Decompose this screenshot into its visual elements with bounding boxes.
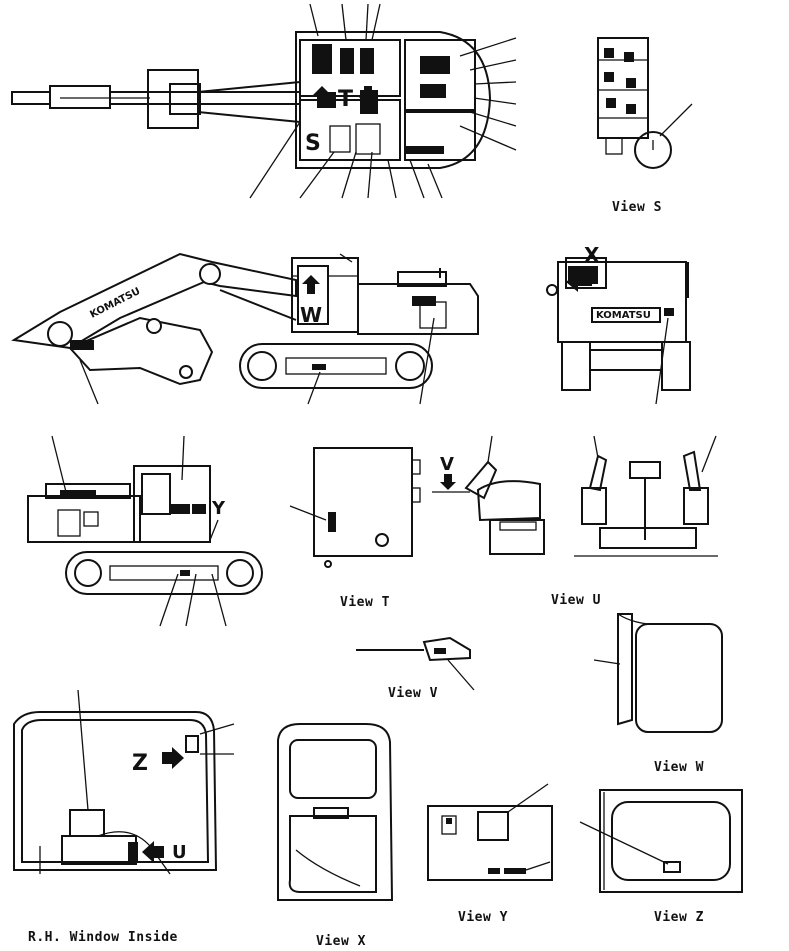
view-s-drawing <box>597 37 693 169</box>
caption-view-y: View Y <box>458 910 508 925</box>
letter-x: X <box>584 243 600 267</box>
arrow-t-icon <box>358 86 378 106</box>
letter-t: T <box>338 87 353 112</box>
rh-window-inside-drawing: Z U <box>13 689 235 875</box>
caption-view-z: View Z <box>654 910 704 925</box>
arrow-u-icon <box>142 841 164 863</box>
caption-view-u: View U <box>551 593 601 608</box>
rear-view-machine: KOMATSU X <box>546 243 691 405</box>
view-w-drawing <box>593 613 723 733</box>
caption-view-s: View S <box>612 200 662 215</box>
view-v-drawing <box>356 636 475 691</box>
boom-brand-label: KOMATSU <box>88 286 142 321</box>
view-t-drawing <box>289 447 421 568</box>
letter-u: U <box>172 842 187 863</box>
side-view-right-machine: Y <box>27 435 263 627</box>
rear-brand-label: KOMATSU <box>596 310 651 321</box>
view-x-drawing <box>277 723 394 901</box>
caption-view-w: View W <box>654 760 704 775</box>
letter-y: Y <box>211 498 226 519</box>
caption-view-x: View X <box>316 934 366 949</box>
arrow-s-icon <box>312 86 332 108</box>
letter-s: S <box>305 131 321 156</box>
arrow-z-icon <box>162 747 184 769</box>
caption-view-v: View V <box>388 686 438 701</box>
arrow-x-icon <box>566 272 592 292</box>
view-y-drawing <box>427 783 553 881</box>
top-view-machine: S T <box>11 3 517 199</box>
side-view-machine: KOMATSU W <box>11 252 479 405</box>
arrow-v-icon <box>440 474 456 490</box>
letter-w: W <box>300 303 322 327</box>
letter-z: Z <box>132 751 148 776</box>
view-z-drawing <box>579 789 743 893</box>
caption-view-t: View T <box>340 595 390 610</box>
letter-v: V <box>440 454 454 475</box>
view-u-drawing: V <box>432 435 718 557</box>
caption-rh-window-inside: R.H. Window Inside <box>28 930 178 945</box>
arrow-w-icon <box>302 275 320 294</box>
